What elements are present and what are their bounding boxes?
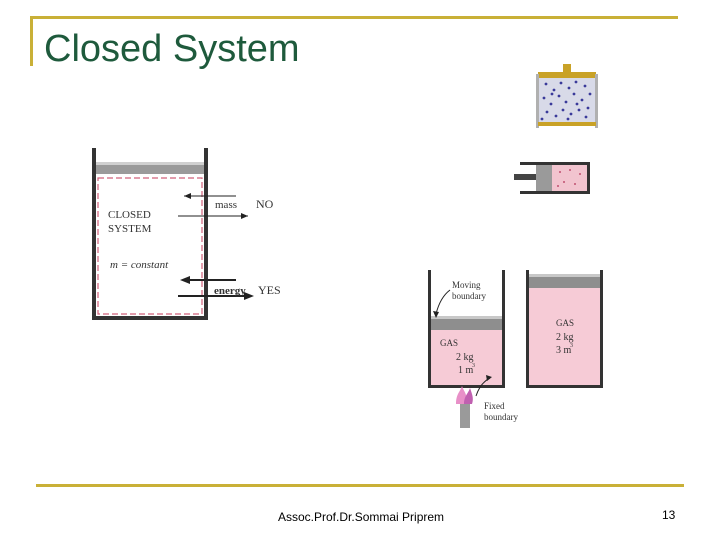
gas-cylinder-icon bbox=[536, 64, 598, 128]
closed-label: CLOSED bbox=[108, 209, 151, 221]
mass-label: mass bbox=[215, 199, 237, 211]
no-label: NO bbox=[256, 197, 274, 211]
fixed-boundary-label-1: Fixed bbox=[484, 401, 505, 411]
gas-particles bbox=[540, 80, 592, 121]
gas-region-left bbox=[431, 330, 502, 385]
piston bbox=[431, 316, 502, 330]
system-label: SYSTEM bbox=[108, 223, 152, 235]
slide-title: Closed System bbox=[44, 28, 300, 70]
fixed-boundary-label-2: boundary bbox=[484, 412, 518, 422]
moving-boundary-label-1: Moving bbox=[452, 280, 481, 290]
page-number: 13 bbox=[662, 508, 676, 522]
energy-label: energy bbox=[214, 285, 246, 297]
footer-author: Assoc.Prof.Dr.Sommai Priprem bbox=[278, 510, 445, 524]
volume-left-label: 1 m bbox=[458, 365, 474, 376]
piston-raised bbox=[529, 274, 600, 288]
mass-left-label: 2 kg bbox=[456, 352, 474, 363]
moving-boundary-label-2: boundary bbox=[452, 291, 486, 301]
piston-cylinder-diagram: Moving boundary GAS 2 kg 1 m 3 Fixed bou… bbox=[428, 270, 603, 428]
gas-region-right bbox=[529, 288, 600, 385]
piston-gas-particles bbox=[557, 169, 581, 187]
bottom-rule bbox=[36, 484, 684, 487]
yes-label: YES bbox=[258, 283, 281, 297]
volume-left-exponent: 3 bbox=[472, 363, 475, 369]
volume-right-exponent: 3 bbox=[570, 343, 573, 349]
mass-right-label: 2 kg bbox=[556, 332, 574, 343]
gas-left-label: GAS bbox=[440, 338, 458, 348]
volume-right-label: 3 m bbox=[556, 345, 572, 356]
top-rule bbox=[30, 16, 678, 19]
system-boundary bbox=[97, 177, 203, 315]
gas-right-label: GAS bbox=[556, 318, 574, 328]
closed-system-diagram: CLOSED SYSTEM m = constant mass NO energ… bbox=[92, 148, 281, 324]
mass-constant-label: m = constant bbox=[110, 259, 169, 271]
burner bbox=[460, 404, 470, 428]
left-rule bbox=[30, 16, 33, 66]
flame-icon bbox=[456, 386, 467, 404]
horizontal-piston-icon bbox=[514, 162, 590, 194]
